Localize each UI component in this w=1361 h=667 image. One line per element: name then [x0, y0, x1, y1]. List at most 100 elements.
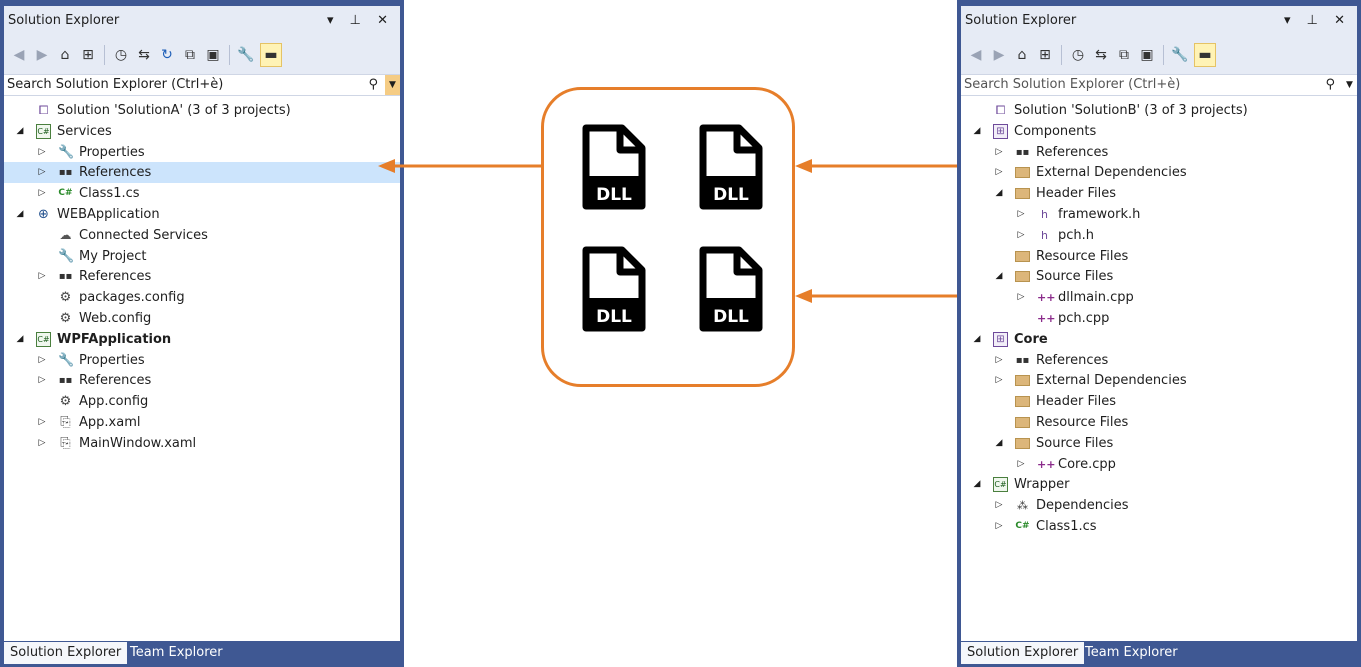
refresh-icon[interactable]: ↻ [161, 47, 173, 63]
expanded-arrow-icon[interactable]: ◢ [16, 333, 24, 344]
expanded-arrow-icon[interactable]: ◢ [995, 188, 1003, 199]
expanded-arrow-icon[interactable]: ◢ [973, 125, 981, 136]
tree-item[interactable]: ◢C#Wrapper [961, 474, 1357, 495]
search-icon[interactable]: ⚲ [1325, 77, 1335, 92]
collapsed-arrow-icon[interactable]: ▷ [38, 188, 46, 199]
tab-team-explorer[interactable]: Team Explorer [130, 645, 223, 660]
tree-item[interactable]: ▷C#Class1.cs [4, 183, 400, 204]
collapsed-arrow-icon[interactable]: ▷ [38, 146, 46, 157]
forward-icon[interactable]: ▶ [36, 47, 48, 63]
expanded-arrow-icon[interactable]: ◢ [995, 437, 1003, 448]
home-icon[interactable]: ⌂ [60, 47, 70, 63]
tree-item[interactable]: ⧠Solution 'SolutionA' (3 of 3 projects) [4, 100, 400, 121]
tab-solution-explorer[interactable]: Solution Explorer [961, 642, 1085, 664]
tree-item[interactable]: Resource Files [961, 246, 1357, 267]
tree-item[interactable]: ▷🔧Properties [4, 350, 400, 371]
collapse-all-icon[interactable]: ⧉ [1119, 47, 1129, 63]
switch-views-icon[interactable]: ⊞ [1039, 47, 1051, 63]
back-icon[interactable]: ◀ [970, 47, 982, 63]
tree-item[interactable]: ⚙Web.config [4, 308, 400, 329]
collapsed-arrow-icon[interactable]: ▷ [1017, 209, 1025, 219]
show-all-files-icon[interactable]: ▣ [1140, 47, 1154, 63]
chevron-down-icon[interactable]: ▼ [385, 75, 400, 95]
window-controls[interactable]: ▾ ⊥ ✕ [326, 13, 394, 28]
search-input[interactable]: Search Solution Explorer (Ctrl+è) ⚲ ▼ [4, 74, 400, 96]
tree-item[interactable]: ▷++dllmain.cpp [961, 287, 1357, 308]
tree-item[interactable]: 🔧My Project [4, 246, 400, 267]
collapsed-arrow-icon[interactable]: ▷ [995, 354, 1003, 365]
search-input[interactable]: Search Solution Explorer (Ctrl+è) ⚲ ▼ [961, 74, 1357, 96]
preview-selected-icon[interactable]: ▬ [1194, 43, 1216, 67]
tree-item[interactable]: ▷▪▪References [4, 266, 400, 287]
collapsed-arrow-icon[interactable]: ▷ [38, 271, 46, 282]
tree-item[interactable]: ▷▪▪References [961, 350, 1357, 371]
tree-item[interactable]: Header Files [961, 391, 1357, 412]
collapsed-arrow-icon[interactable]: ▷ [995, 500, 1003, 511]
collapsed-arrow-icon[interactable]: ▷ [38, 437, 46, 448]
sync-icon[interactable]: ⇆ [138, 47, 150, 63]
sync-icon[interactable]: ⇆ [1095, 47, 1107, 63]
collapsed-arrow-icon[interactable]: ▷ [995, 521, 1003, 531]
tree-item[interactable]: ◢Source Files [961, 266, 1357, 287]
properties-wrench-icon[interactable]: 🔧 [1171, 47, 1189, 63]
tree-item[interactable]: ◢Source Files [961, 433, 1357, 454]
collapsed-arrow-icon[interactable]: ▷ [38, 167, 46, 178]
tree-item[interactable]: ▷External Dependencies [961, 370, 1357, 391]
show-all-files-icon[interactable]: ▣ [206, 47, 220, 63]
properties-wrench-icon[interactable]: 🔧 [237, 47, 255, 63]
expanded-arrow-icon[interactable]: ◢ [995, 271, 1003, 282]
expanded-arrow-icon[interactable]: ◢ [16, 209, 24, 219]
tree-item[interactable]: ⧠Solution 'SolutionB' (3 of 3 projects) [961, 100, 1357, 121]
expanded-arrow-icon[interactable]: ◢ [973, 479, 981, 490]
tree-item-label: Connected Services [79, 227, 208, 243]
forward-icon[interactable]: ▶ [993, 47, 1005, 63]
collapsed-arrow-icon[interactable]: ▷ [995, 167, 1003, 178]
collapsed-arrow-icon[interactable]: ▷ [995, 375, 1003, 386]
tree-item[interactable]: ▷▪▪References [4, 370, 400, 391]
collapsed-arrow-icon[interactable]: ▷ [38, 354, 46, 365]
tree-item[interactable]: ◢⊞Core [961, 329, 1357, 350]
collapsed-arrow-icon[interactable]: ▷ [995, 146, 1003, 157]
back-icon[interactable]: ◀ [13, 47, 25, 63]
tree-item[interactable]: ◢C#Services [4, 121, 400, 142]
tree-item[interactable]: ◢⊞Components [961, 121, 1357, 142]
tab-solution-explorer[interactable]: Solution Explorer [4, 642, 128, 664]
collapsed-arrow-icon[interactable]: ▷ [38, 375, 46, 386]
collapsed-arrow-icon[interactable]: ▷ [38, 417, 46, 427]
tree-item[interactable]: ⚙packages.config [4, 287, 400, 308]
tree-item[interactable]: ◢⊕WEBApplication [4, 204, 400, 225]
tree-item[interactable]: ▷⁂Dependencies [961, 495, 1357, 516]
tree-item[interactable]: ⚙App.config [4, 391, 400, 412]
tree-item[interactable]: ◢Header Files [961, 183, 1357, 204]
tree-item[interactable]: ▷C#Class1.cs [961, 516, 1357, 537]
tab-team-explorer[interactable]: Team Explorer [1085, 645, 1178, 660]
search-icon[interactable]: ⚲ [368, 77, 378, 92]
switch-views-icon[interactable]: ⊞ [82, 47, 94, 63]
window-controls[interactable]: ▾ ⊥ ✕ [1283, 13, 1351, 28]
home-icon[interactable]: ⌂ [1017, 47, 1027, 63]
pending-changes-filter-icon[interactable]: ◷ [114, 47, 128, 63]
collapsed-arrow-icon[interactable]: ▷ [1017, 229, 1025, 240]
tree-item[interactable]: ◢C#WPFApplication [4, 329, 400, 350]
collapsed-arrow-icon[interactable]: ▷ [1017, 292, 1025, 303]
preview-selected-icon[interactable]: ▬ [260, 43, 282, 67]
chevron-down-icon[interactable]: ▼ [1346, 80, 1353, 90]
tree-item-label: packages.config [79, 290, 185, 306]
tree-item[interactable]: ▷++Core.cpp [961, 454, 1357, 475]
tree-item[interactable]: ☁Connected Services [4, 225, 400, 246]
expanded-arrow-icon[interactable]: ◢ [16, 125, 24, 136]
collapsed-arrow-icon[interactable]: ▷ [1017, 458, 1025, 469]
pending-changes-filter-icon[interactable]: ◷ [1071, 47, 1085, 63]
tree-item[interactable]: ▷▪▪References [961, 142, 1357, 163]
collapse-all-icon[interactable]: ⧉ [185, 47, 195, 63]
tree-item[interactable]: ▷▪▪References [4, 162, 400, 184]
tree-item[interactable]: Resource Files [961, 412, 1357, 433]
tree-item[interactable]: ▷🔧Properties [4, 142, 400, 163]
expanded-arrow-icon[interactable]: ◢ [973, 333, 981, 344]
tree-item[interactable]: ▷⎘MainWindow.xaml [4, 433, 400, 454]
tree-item[interactable]: ▷External Dependencies [961, 162, 1357, 183]
tree-item[interactable]: ▷⎘App.xaml [4, 412, 400, 433]
tree-item[interactable]: ++pch.cpp [961, 308, 1357, 329]
